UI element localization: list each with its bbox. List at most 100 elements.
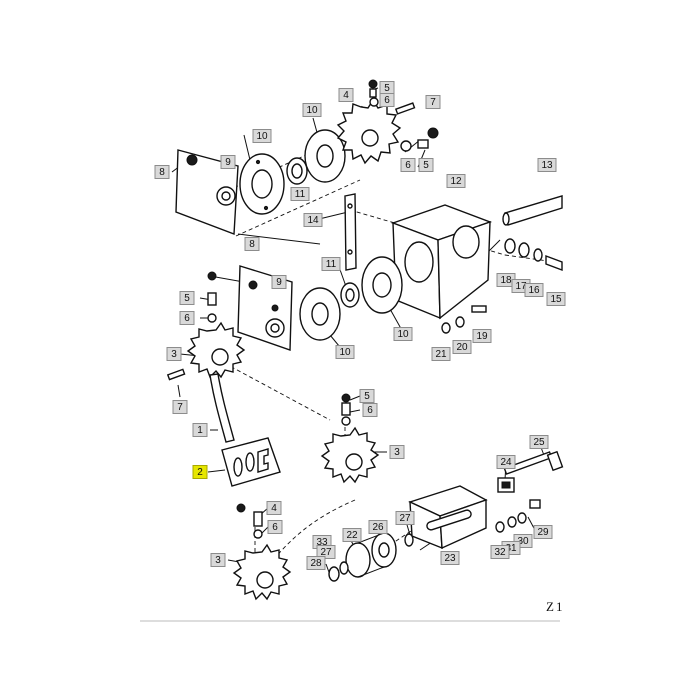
- callout-number: 17: [515, 281, 527, 292]
- callout-number: 5: [184, 293, 190, 304]
- callout-box: [342, 528, 362, 542]
- callout-10[interactable]: 10: [335, 345, 355, 359]
- callout-26[interactable]: 26: [368, 520, 388, 534]
- callout-7[interactable]: 7: [172, 400, 188, 414]
- callout-10[interactable]: 10: [252, 129, 272, 143]
- idler-roller: [328, 532, 414, 582]
- callout-number: 3: [171, 349, 177, 360]
- callout-number: 1: [197, 425, 203, 436]
- callout-number: 21: [435, 349, 447, 360]
- callout-number: 14: [307, 215, 319, 226]
- callout-box: [335, 345, 355, 359]
- callout-box: [303, 213, 323, 227]
- callout-27[interactable]: 27: [395, 511, 415, 525]
- callout-6[interactable]: 6: [400, 158, 416, 172]
- callout-5[interactable]: 5: [359, 389, 375, 403]
- callout-box: [316, 545, 336, 559]
- callout-29[interactable]: 29: [533, 525, 553, 539]
- callout-box: [338, 88, 354, 102]
- callout-6[interactable]: 6: [267, 520, 283, 534]
- callout-10[interactable]: 10: [302, 103, 322, 117]
- callout-11[interactable]: 11: [290, 187, 310, 201]
- callout-number: 26: [372, 522, 384, 533]
- callout-box: [166, 347, 182, 361]
- top-flange-left: [239, 153, 285, 215]
- callout-6[interactable]: 6: [379, 93, 395, 107]
- callout-4[interactable]: 4: [338, 88, 354, 102]
- callout-20[interactable]: 20: [452, 340, 472, 354]
- callout-8[interactable]: 8: [154, 165, 170, 179]
- callout-box: [379, 93, 395, 107]
- callout-5[interactable]: 5: [418, 158, 434, 172]
- callout-box: [359, 389, 375, 403]
- mid-sprocket: [166, 321, 246, 381]
- callout-box: [496, 455, 516, 469]
- callout-number: 3: [215, 555, 221, 566]
- callout-box: [302, 103, 322, 117]
- callout-21[interactable]: 21: [431, 347, 451, 361]
- bolt-25: [497, 450, 564, 493]
- callout-11[interactable]: 11: [321, 257, 341, 271]
- callout-5[interactable]: 5: [179, 291, 195, 305]
- callout-number: 9: [276, 277, 282, 288]
- callout-9[interactable]: 9: [220, 155, 236, 169]
- lower-sprocket-right: [320, 393, 380, 484]
- callout-23[interactable]: 23: [440, 551, 460, 565]
- callout-box: [266, 501, 282, 515]
- callout-number: 4: [343, 90, 349, 101]
- callout-25[interactable]: 25: [529, 435, 549, 449]
- callout-number: 10: [397, 329, 409, 340]
- callout-box: [431, 347, 451, 361]
- callout-15[interactable]: 15: [546, 292, 566, 306]
- callout-16[interactable]: 16: [524, 283, 544, 297]
- housing: [390, 204, 493, 320]
- callout-7[interactable]: 7: [425, 95, 441, 109]
- callout-box: [362, 403, 378, 417]
- callout-9[interactable]: 9: [271, 275, 287, 289]
- callout-number: 12: [450, 176, 462, 187]
- callout-box: [252, 129, 272, 143]
- callout-number: 24: [500, 457, 512, 468]
- middle-flange-right: [361, 256, 403, 314]
- callout-6[interactable]: 6: [179, 311, 195, 325]
- callout-28[interactable]: 28: [306, 556, 326, 570]
- callout-5[interactable]: 5: [379, 81, 395, 95]
- callout-24[interactable]: 24: [496, 455, 516, 469]
- callout-box: [400, 158, 416, 172]
- callout-number: 31: [505, 543, 517, 554]
- callout-number: 18: [500, 275, 512, 286]
- callout-number: 16: [528, 285, 540, 296]
- callout-box: [321, 257, 341, 271]
- callout-8[interactable]: 8: [244, 237, 260, 251]
- callout-1[interactable]: 1: [192, 423, 208, 437]
- callout-2-highlighted[interactable]: 2: [192, 465, 208, 479]
- callout-3[interactable]: 3: [166, 347, 182, 361]
- mid-fasteners: [207, 271, 217, 323]
- callout-12[interactable]: 12: [446, 174, 466, 188]
- callout-number: 33: [316, 537, 328, 548]
- callout-4[interactable]: 4: [266, 501, 282, 515]
- lower-right-fasteners: [495, 499, 541, 533]
- callout-number: 6: [405, 160, 411, 171]
- callout-27[interactable]: 27: [316, 545, 336, 559]
- callout-number: 5: [384, 83, 390, 94]
- callout-box: [271, 275, 287, 289]
- callout-box: [440, 551, 460, 565]
- callout-number: 2: [197, 467, 203, 478]
- callout-10[interactable]: 10: [393, 327, 413, 341]
- callout-22[interactable]: 22: [342, 528, 362, 542]
- callout-box: [267, 520, 283, 534]
- callout-32[interactable]: 32: [490, 545, 510, 559]
- callout-6[interactable]: 6: [362, 403, 378, 417]
- middle-bearing: [340, 282, 360, 308]
- callout-13[interactable]: 13: [537, 158, 557, 172]
- callout-3[interactable]: 3: [210, 553, 226, 567]
- callout-14[interactable]: 14: [303, 213, 323, 227]
- callout-19[interactable]: 19: [472, 329, 492, 343]
- top-flange-right: [304, 129, 346, 183]
- callout-box: [192, 423, 208, 437]
- callout-box: [290, 187, 310, 201]
- callout-3[interactable]: 3: [389, 445, 405, 459]
